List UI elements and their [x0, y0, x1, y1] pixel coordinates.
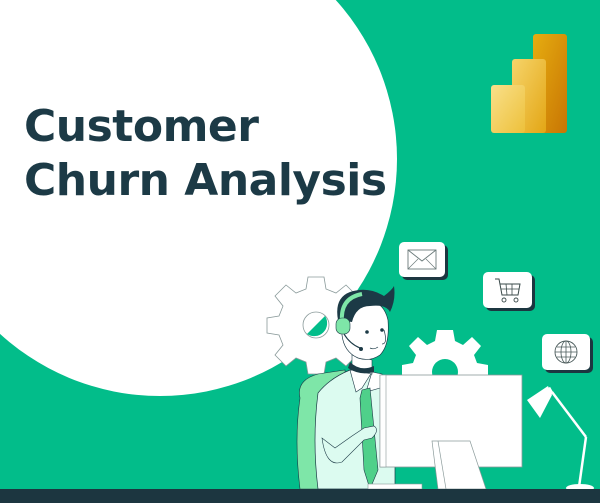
shopping-cart-icon [495, 278, 521, 303]
envelope-card [399, 242, 445, 277]
bottom-bar [0, 489, 600, 503]
envelope-icon [407, 249, 437, 270]
chair [296, 369, 351, 490]
monitor-stand [431, 440, 487, 490]
shopping-cart-card [483, 272, 532, 308]
gear-icon [402, 330, 488, 415]
title-line-1: Customer [24, 101, 259, 152]
head [341, 297, 389, 360]
shirt [314, 369, 396, 490]
globe-icon [554, 340, 578, 364]
title-line-2: Churn Analysis [24, 155, 387, 206]
globe-card [542, 334, 590, 370]
arm [321, 425, 377, 464]
page-title: Customer Churn Analysis [24, 100, 387, 208]
desk-lamp-icon [527, 386, 594, 492]
tie [359, 387, 379, 490]
monitor [379, 374, 523, 468]
